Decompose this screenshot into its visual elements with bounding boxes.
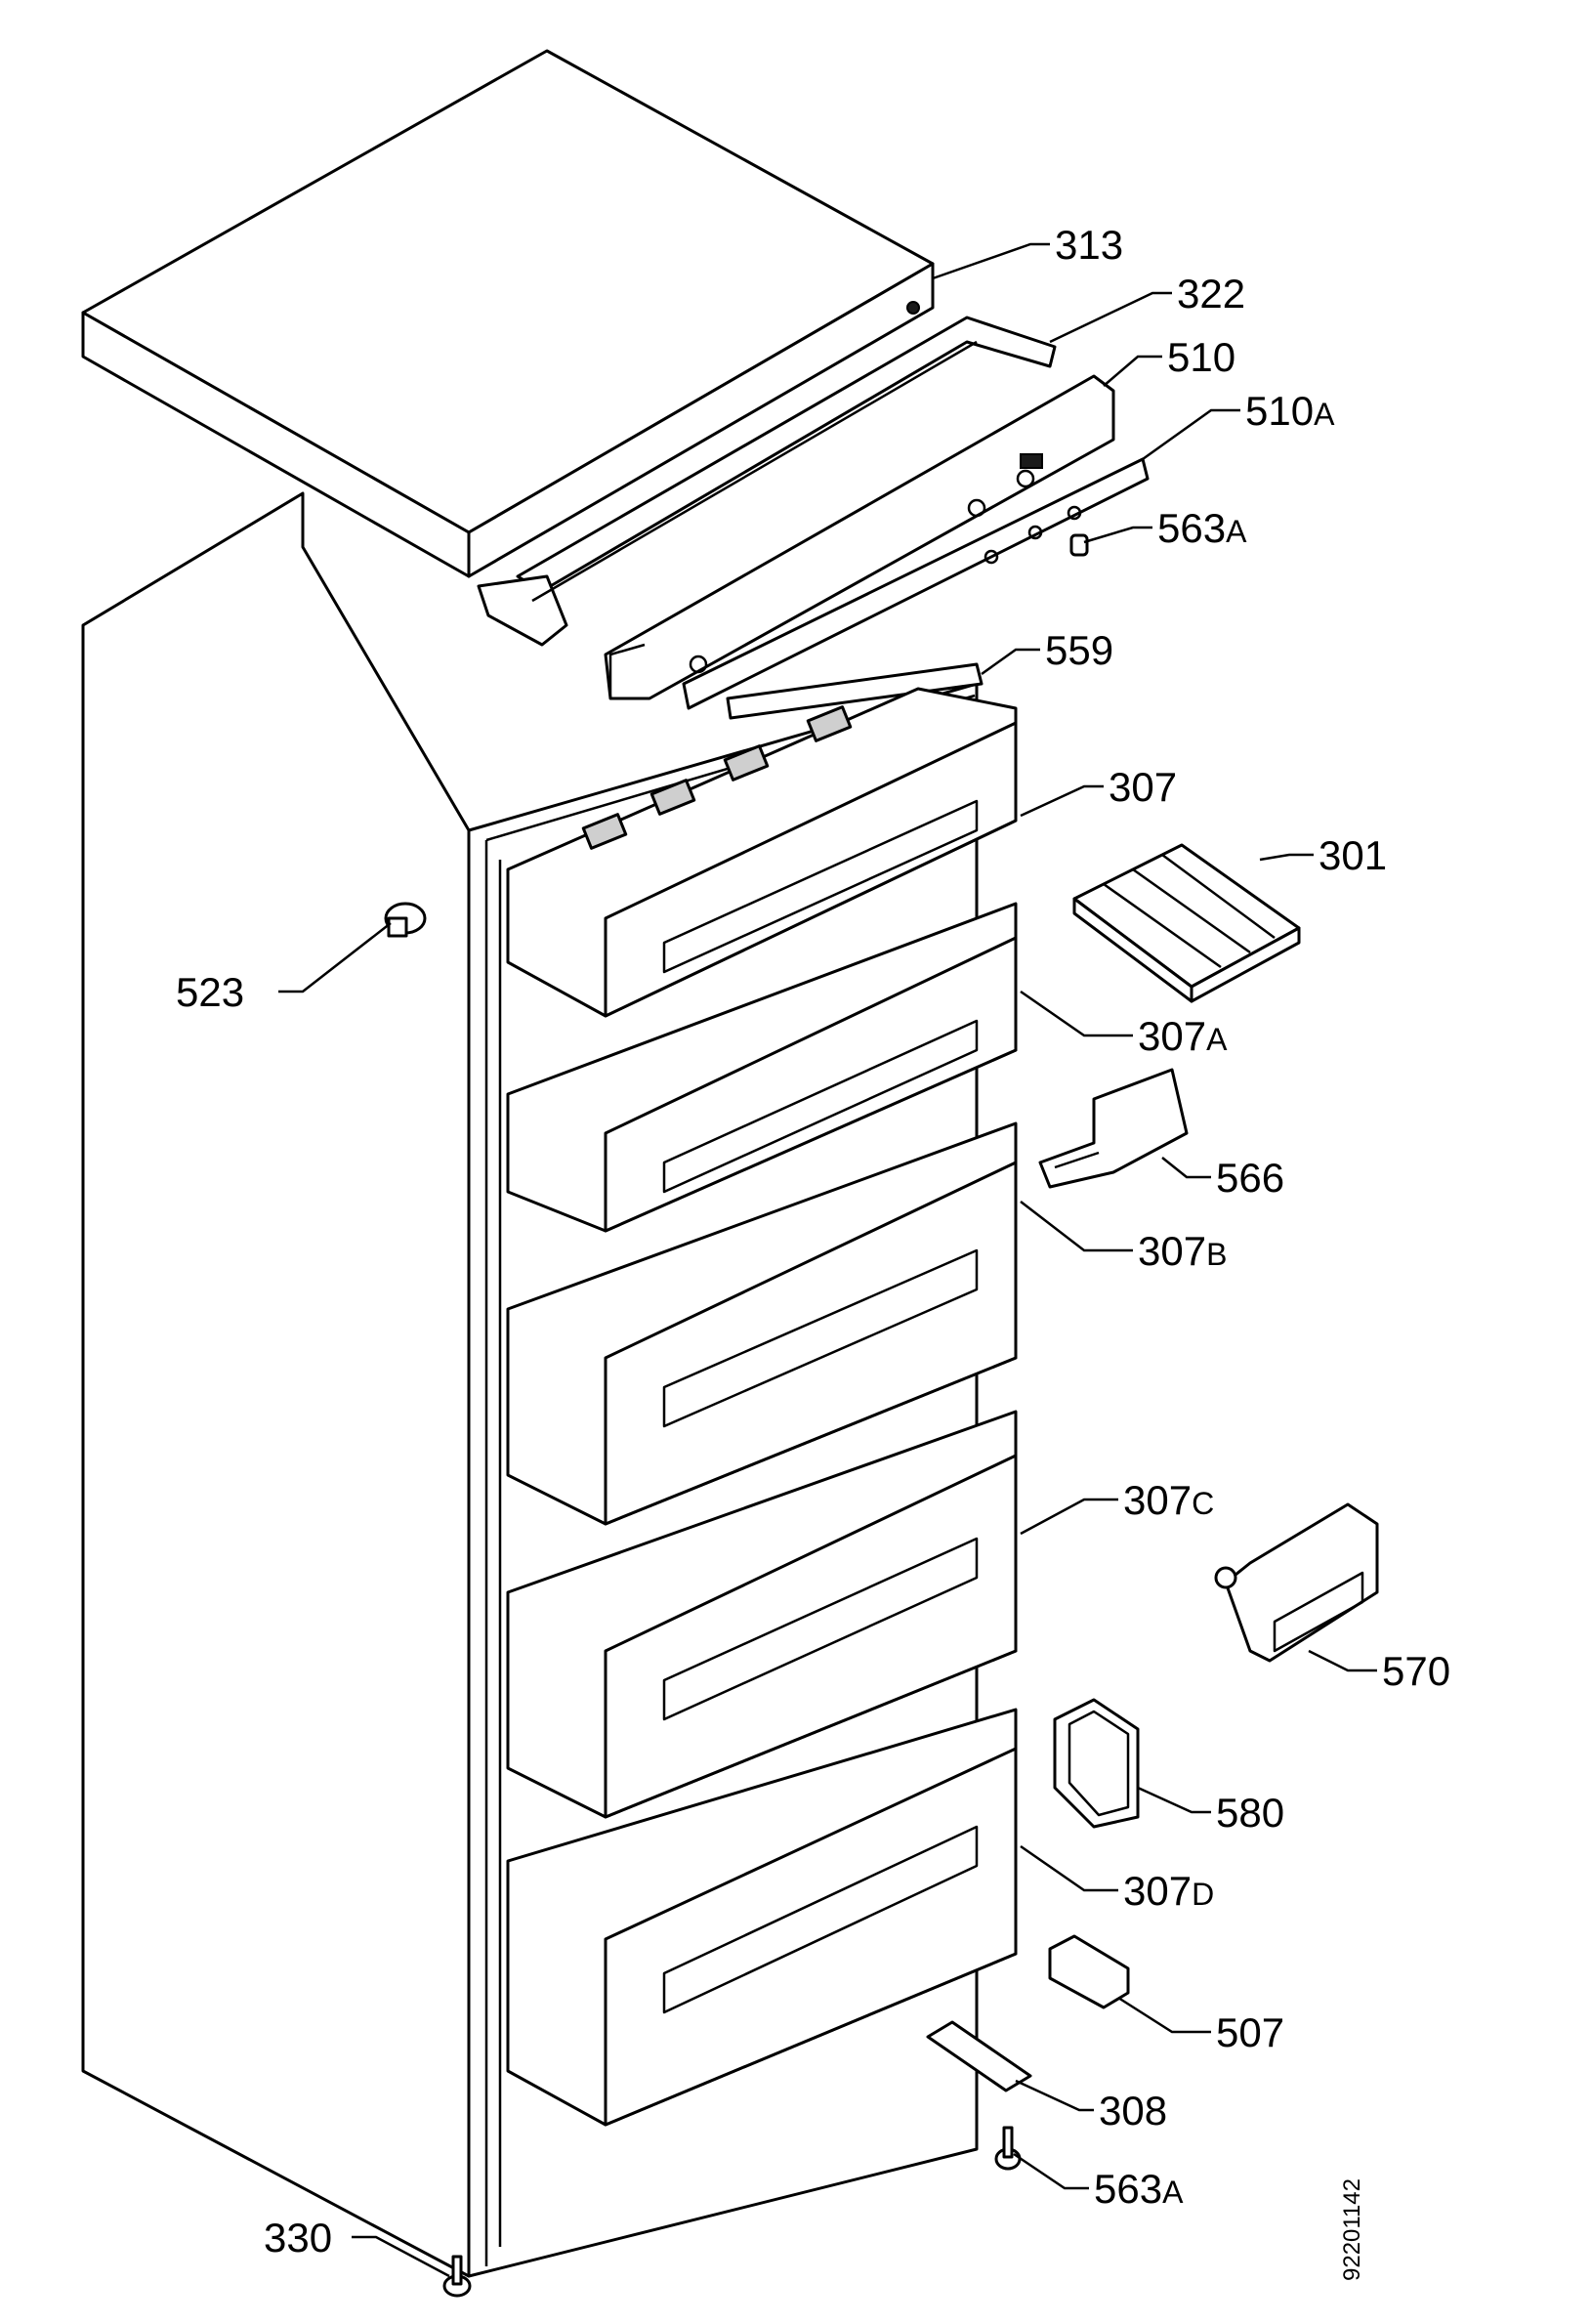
label-313: 313 xyxy=(1055,222,1123,268)
label-307c: 307C xyxy=(1123,1477,1214,1523)
cover-507 xyxy=(1048,1934,1130,2009)
leader-lines xyxy=(278,242,1377,2278)
label-307: 307 xyxy=(1109,764,1177,810)
drawer-5 xyxy=(506,1708,1018,2127)
label-307d: 307D xyxy=(1123,1868,1214,1914)
label-523: 523 xyxy=(176,969,244,1015)
label-563a-top: 563A xyxy=(1157,505,1247,551)
label-510: 510 xyxy=(1167,334,1235,380)
label-507: 507 xyxy=(1216,2009,1284,2055)
top-cover xyxy=(81,49,935,578)
label-307b: 307B xyxy=(1138,1228,1227,1274)
control-panel xyxy=(604,374,1115,700)
plate-308 xyxy=(926,2020,1032,2092)
screw-top xyxy=(1069,533,1089,557)
screw-bottom xyxy=(994,2126,1022,2171)
label-322: 322 xyxy=(1177,271,1245,317)
label-570: 570 xyxy=(1382,1648,1450,1694)
label-330: 330 xyxy=(264,2215,332,2261)
label-307a: 307A xyxy=(1138,1013,1228,1059)
ice-tray xyxy=(1072,843,1301,1003)
label-301: 301 xyxy=(1319,832,1387,878)
drawer-1 xyxy=(506,687,1018,1018)
panel-strip xyxy=(682,457,1150,710)
drawer-2 xyxy=(506,902,1018,1233)
screw-330 xyxy=(442,2255,472,2298)
label-580: 580 xyxy=(1216,1790,1284,1836)
callout-labels: 313 322 510 510A 563A 559 307 301 523 30… xyxy=(176,222,1450,2261)
strip-559 xyxy=(726,662,984,720)
label-563a-bottom: 563A xyxy=(1094,2166,1184,2212)
bracket xyxy=(1214,1502,1379,1663)
rubber-buffer xyxy=(384,902,427,938)
document-number: 92201142 xyxy=(1339,2178,1365,2281)
drawer-3 xyxy=(506,1121,1018,1526)
drawer-4 xyxy=(506,1410,1018,1819)
cover-580 xyxy=(1053,1698,1140,1829)
label-308: 308 xyxy=(1099,2088,1167,2134)
label-566: 566 xyxy=(1216,1155,1284,1201)
label-559: 559 xyxy=(1045,627,1113,673)
ice-scoop xyxy=(1038,1068,1189,1189)
label-510a: 510A xyxy=(1245,388,1335,434)
hinge-rail xyxy=(477,316,1057,647)
